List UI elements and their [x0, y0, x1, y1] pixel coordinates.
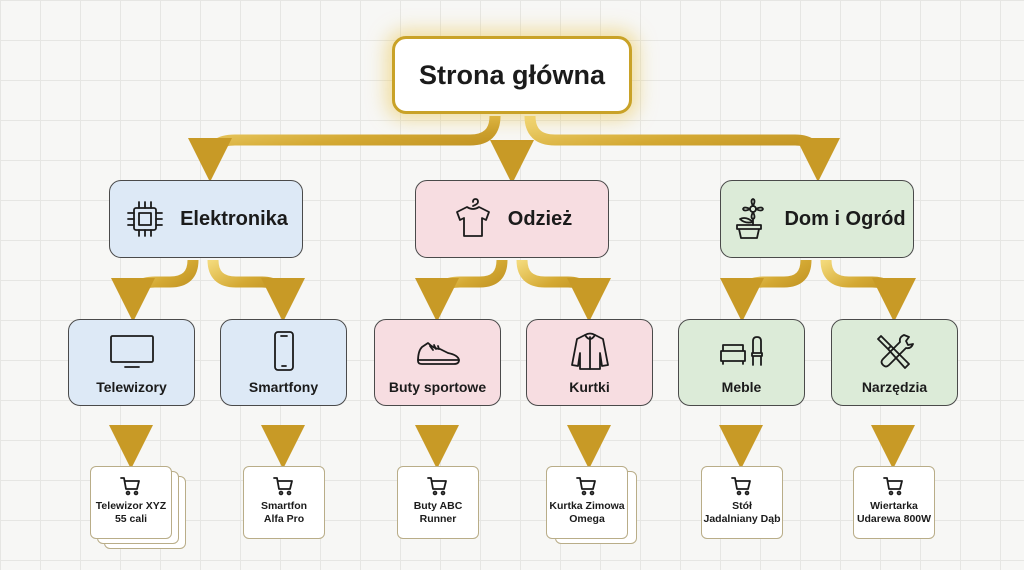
category-label: Elektronika: [180, 207, 288, 230]
subcategory-label: Smartfony: [248, 378, 319, 395]
subcategory-kurtki[interactable]: Kurtki: [526, 319, 653, 406]
subcategory-label: Meble: [721, 378, 762, 395]
root-label: Strona główna: [418, 59, 605, 90]
tools-icon: [876, 333, 914, 369]
tv-icon: [109, 334, 154, 368]
category-label: Dom i Ogród: [784, 207, 906, 230]
subcategory-label: Narzędzia: [861, 378, 928, 395]
cart-icon: [883, 477, 903, 496]
subcategory-label: Kurtki: [569, 378, 610, 395]
cart-icon: [576, 477, 596, 496]
jacket-icon: [570, 332, 609, 370]
cart-icon: [273, 477, 293, 496]
cart-icon: [427, 477, 447, 496]
arrow-root-dom: [524, 115, 840, 182]
arrow-elektronika-telewizory: [111, 259, 199, 322]
category-label: Odzież: [507, 207, 573, 230]
tshirt-icon: [455, 198, 490, 237]
sneaker-icon: [416, 341, 460, 365]
category-elektronika[interactable]: Elektronika: [109, 180, 303, 258]
subcategory-smartfony[interactable]: Smartfony: [220, 319, 347, 406]
category-dom-i-ogrod[interactable]: Dom i Ogród: [720, 180, 914, 258]
sofa-chair-icon: [719, 335, 763, 366]
arrow-elektronika-smartfony: [207, 259, 305, 322]
root-node[interactable]: Strona główna: [392, 36, 632, 114]
smartphone-icon: [273, 330, 294, 371]
cart-icon: [731, 477, 751, 496]
arrow-root-elektronika: [188, 115, 501, 182]
flower-pot-icon: [736, 198, 765, 239]
arrow-dom-meble: [720, 259, 812, 322]
subcategory-label: Buty sportowe: [388, 378, 487, 395]
subcategory-narzedzia[interactable]: Narzędzia: [831, 319, 958, 406]
arrow-dom-narzedzia: [820, 259, 916, 322]
subcategory-telewizory[interactable]: Telewizory: [68, 319, 195, 406]
arrow-odziez-buty: [415, 259, 508, 322]
cart-icon: [120, 477, 140, 496]
category-odziez[interactable]: Odzież: [415, 180, 609, 258]
subcategory-meble[interactable]: Meble: [678, 319, 805, 406]
subcategory-label: Telewizory: [96, 378, 167, 395]
chip-icon: [127, 201, 163, 237]
arrow-odziez-kurtki: [516, 259, 611, 322]
subcategory-buty-sportowe[interactable]: Buty sportowe: [374, 319, 501, 406]
